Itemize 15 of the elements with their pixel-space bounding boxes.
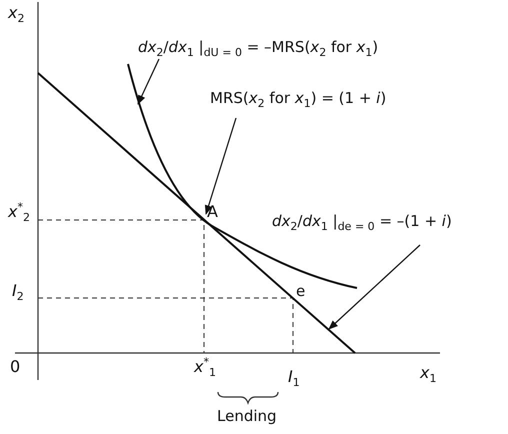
point-label: e bbox=[296, 282, 306, 300]
callout-text: dx$_{2}$/dx$_{1}$ |$_{de = 0}$ = –(1 + i) bbox=[272, 212, 452, 230]
axis-value-label: I$_{1}$ bbox=[288, 368, 300, 386]
axis-label: x$_{1}$ bbox=[420, 364, 436, 382]
bracket-label: Lending bbox=[217, 407, 277, 425]
axis-label: x$_{2}$ bbox=[8, 4, 24, 22]
axis-value-label: I$_{2}$ bbox=[12, 282, 24, 300]
leader-line bbox=[204, 118, 237, 215]
callout-text: MRS(x$_{2}$ for x$_{1}$) = (1 + i) bbox=[210, 89, 386, 107]
point-label: A bbox=[207, 203, 218, 221]
origin-label: 0 bbox=[10, 358, 20, 376]
budget-line bbox=[37, 72, 356, 354]
leader-line bbox=[328, 244, 420, 330]
callout-text: dx$_{2}$/dx$_{1}$ |$_{dU = 0}$ = –MRS(x$_{2}$ for x$_{1}$) bbox=[138, 38, 378, 56]
leader-line bbox=[137, 58, 160, 105]
